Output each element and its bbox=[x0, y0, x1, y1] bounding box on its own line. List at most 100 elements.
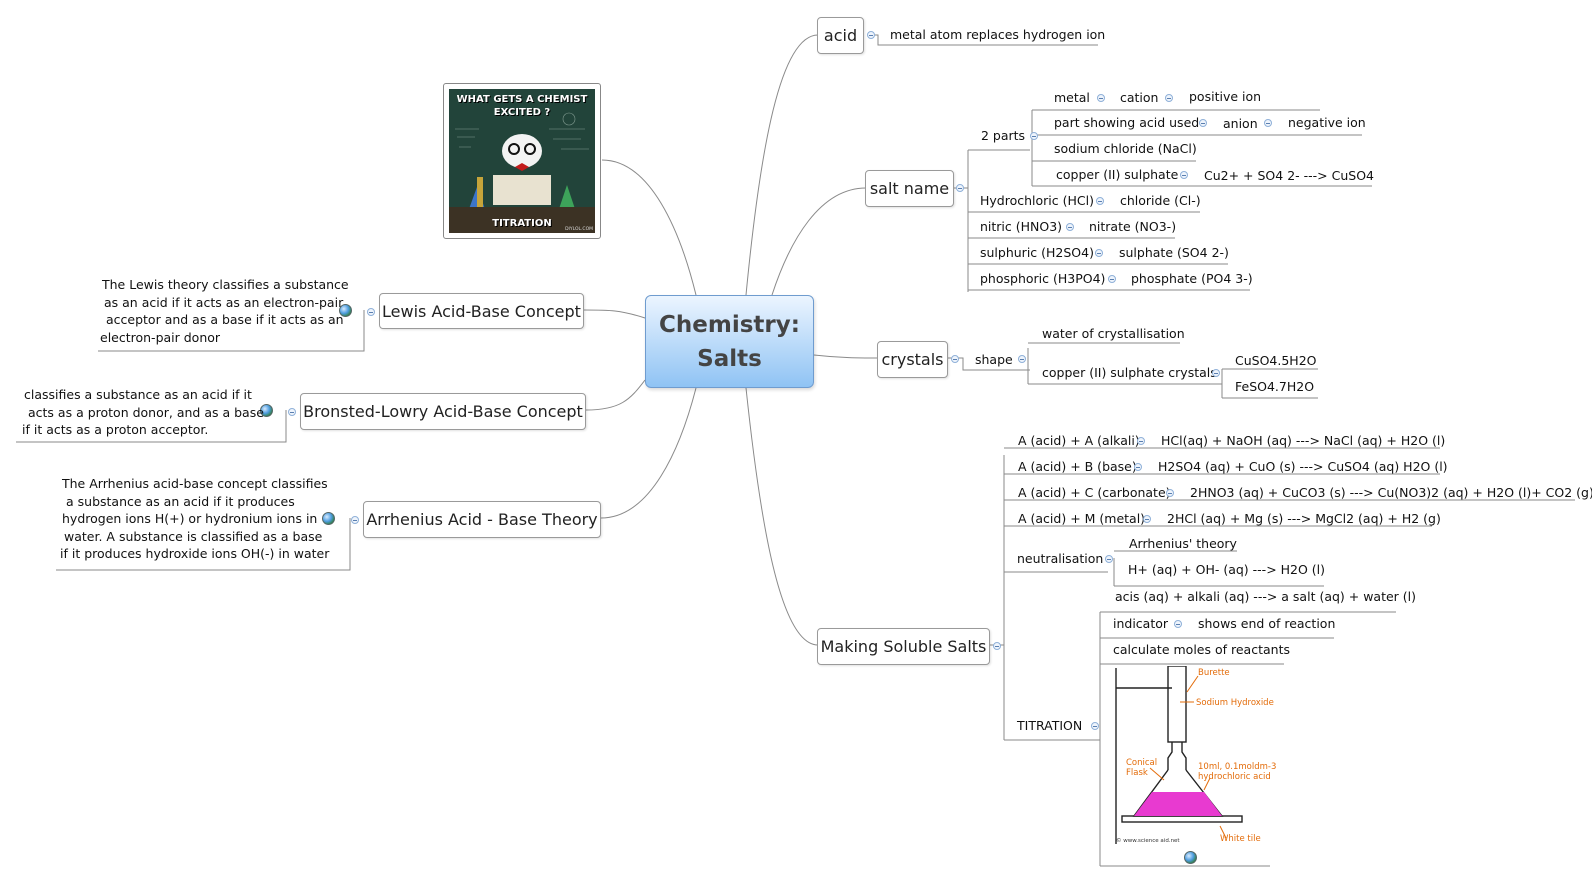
meme-footer: DIYLOL.COM bbox=[565, 227, 593, 232]
salt-two-parts[interactable]: 2 parts bbox=[981, 128, 1026, 143]
arrhenius-note-line: a substance as an acid if it produces bbox=[66, 493, 295, 509]
collapse-toggle-arrhenius[interactable] bbox=[351, 516, 359, 524]
collapse-toggle-ab[interactable] bbox=[1134, 463, 1142, 471]
crystals-copper[interactable]: copper (II) sulphate crystals bbox=[1042, 365, 1217, 380]
soluble-arrhenius-theory[interactable]: Arrhenius' theory bbox=[1129, 536, 1237, 551]
soluble-acid-alkali[interactable]: A (acid) + A (alkali) bbox=[1018, 433, 1140, 448]
titration-indicator-note[interactable]: shows end of reaction bbox=[1198, 616, 1336, 631]
collapse-toggle-ac[interactable] bbox=[1166, 489, 1174, 497]
bronsted-note-line: if it acts as a proton acceptor. bbox=[22, 422, 209, 437]
topic-bronsted-lowry[interactable]: Bronsted-Lowry Acid-Base Concept bbox=[300, 393, 586, 430]
collapse-toggle-neutralisation[interactable] bbox=[1105, 555, 1113, 563]
salt-copper-sulphate[interactable]: copper (II) sulphate bbox=[1056, 167, 1179, 182]
titration-indicator[interactable]: indicator bbox=[1113, 616, 1169, 631]
chemist-cat-meme-image[interactable]: WHAT GETS A CHEMIST EXCITED ? TITRATION … bbox=[443, 83, 601, 239]
crystals-feso4[interactable]: FeSO4.7H2O bbox=[1235, 379, 1315, 394]
salt-positive-ion[interactable]: positive ion bbox=[1189, 89, 1262, 104]
salt-nitrate[interactable]: nitrate (NO3-) bbox=[1089, 219, 1177, 234]
collapse-toggle-copper-crystals[interactable] bbox=[1212, 369, 1220, 377]
arrhenius-note-line: The Arrhenius acid-base concept classifi… bbox=[62, 476, 328, 491]
bronsted-note: classifies a substance as an acid if it … bbox=[22, 386, 264, 439]
collapse-toggle-am[interactable] bbox=[1143, 515, 1151, 523]
acid-definition[interactable]: metal atom replaces hydrogen ion bbox=[890, 27, 1106, 42]
collapse-toggle-hcl[interactable] bbox=[1096, 197, 1104, 205]
soluble-titration[interactable]: TITRATION bbox=[1017, 718, 1083, 733]
meme-top-line2: EXCITED ? bbox=[493, 107, 551, 118]
collapse-toggle-metal[interactable] bbox=[1097, 94, 1105, 102]
salt-cation[interactable]: cation bbox=[1120, 90, 1159, 105]
salt-negative-ion[interactable]: negative ion bbox=[1288, 115, 1366, 130]
topic-salt-name[interactable]: salt name bbox=[865, 170, 954, 207]
salt-chloride[interactable]: chloride (Cl-) bbox=[1120, 193, 1201, 208]
salt-anion[interactable]: anion bbox=[1223, 116, 1258, 131]
soluble-acid-carbonate-eq[interactable]: 2HNO3 (aq) + CuCO3 (s) ---> Cu(NO3)2 (aq… bbox=[1190, 485, 1592, 500]
collapse-toggle-acid[interactable] bbox=[867, 31, 875, 39]
collapse-toggle-soluble[interactable] bbox=[993, 642, 1001, 650]
salt-sodium-chloride[interactable]: sodium chloride (NaCl) bbox=[1054, 141, 1197, 156]
collapse-toggle-titration[interactable] bbox=[1091, 722, 1099, 730]
topic-acid[interactable]: acid bbox=[817, 17, 864, 54]
arrhenius-note: The Arrhenius acid-base concept classifi… bbox=[60, 475, 329, 563]
collapse-toggle-salt-name[interactable] bbox=[956, 184, 964, 192]
salt-sulphate[interactable]: sulphate (SO4 2-) bbox=[1119, 245, 1229, 260]
globe-link-icon[interactable] bbox=[339, 304, 352, 317]
collapse-toggle-cation[interactable] bbox=[1165, 94, 1173, 102]
soluble-acid-metal[interactable]: A (acid) + M (metal) bbox=[1018, 511, 1146, 526]
topic-soluble-label: Making Soluble Salts bbox=[820, 637, 987, 656]
central-topic[interactable]: Chemistry: Salts bbox=[645, 295, 814, 388]
globe-link-icon[interactable] bbox=[1184, 851, 1197, 864]
label-flask: Flask bbox=[1126, 768, 1148, 778]
salt-sulphuric[interactable]: sulphuric (H2SO4) bbox=[980, 245, 1094, 260]
collapse-toggle-shape[interactable] bbox=[1018, 355, 1026, 363]
topic-bronsted-label: Bronsted-Lowry Acid-Base Concept bbox=[303, 402, 583, 421]
salt-phosphoric[interactable]: phosphoric (H3PO4) bbox=[980, 271, 1106, 286]
titration-moles[interactable]: calculate moles of reactants bbox=[1113, 642, 1290, 657]
soluble-neutralisation[interactable]: neutralisation bbox=[1017, 551, 1104, 566]
collapse-toggle-bronsted[interactable] bbox=[288, 408, 296, 416]
meme-bottom-caption: TITRATION bbox=[492, 218, 552, 229]
salt-metal[interactable]: metal bbox=[1054, 90, 1090, 105]
topic-making-soluble-salts[interactable]: Making Soluble Salts bbox=[817, 628, 990, 665]
collapse-toggle-crystals[interactable] bbox=[951, 355, 959, 363]
salt-phosphate[interactable]: phosphate (PO4 3-) bbox=[1131, 271, 1253, 286]
soluble-acid-alkali-eq[interactable]: HCl(aq) + NaOH (aq) ---> NaCl (aq) + H2O… bbox=[1161, 433, 1446, 448]
collapse-toggle-lewis[interactable] bbox=[367, 308, 375, 316]
topic-arrhenius[interactable]: Arrhenius Acid - Base Theory bbox=[363, 501, 601, 538]
salt-hydrochloric[interactable]: Hydrochloric (HCl) bbox=[980, 193, 1094, 208]
label-acid-volume: 10ml, 0.1moldm-3 bbox=[1198, 762, 1277, 772]
soluble-acid-base[interactable]: A (acid) + B (base) bbox=[1018, 459, 1137, 474]
soluble-acid-metal-eq[interactable]: 2HCl (aq) + Mg (s) ---> MgCl2 (aq) + H2 … bbox=[1167, 511, 1441, 526]
titration-equation[interactable]: acis (aq) + alkali (aq) ---> a salt (aq)… bbox=[1115, 589, 1417, 604]
collapse-toggle-phosphoric[interactable] bbox=[1108, 275, 1116, 283]
collapse-toggle-aa[interactable] bbox=[1137, 437, 1145, 445]
lewis-note-line: The Lewis theory classifies a substance bbox=[102, 277, 349, 292]
crystals-water[interactable]: water of crystallisation bbox=[1042, 326, 1185, 341]
collapse-toggle-acid-part[interactable] bbox=[1199, 119, 1207, 127]
salt-copper-equation[interactable]: Cu2+ + SO4 2- ---> CuSO4 bbox=[1204, 168, 1374, 183]
collapse-toggle-anion[interactable] bbox=[1264, 119, 1272, 127]
collapse-toggle-nitric[interactable] bbox=[1066, 223, 1074, 231]
topic-crystals[interactable]: crystals bbox=[877, 341, 948, 378]
soluble-neutralisation-eq[interactable]: H+ (aq) + OH- (aq) ---> H2O (l) bbox=[1128, 562, 1326, 577]
globe-link-icon[interactable] bbox=[260, 404, 273, 417]
globe-link-icon[interactable] bbox=[322, 512, 335, 525]
bronsted-note-line: classifies a substance as an acid if it bbox=[24, 387, 252, 402]
collapse-toggle-sulphuric[interactable] bbox=[1095, 249, 1103, 257]
soluble-acid-base-eq[interactable]: H2SO4 (aq) + CuO (s) ---> CuSO4 (aq) H2O… bbox=[1158, 459, 1448, 474]
soluble-acid-carbonate[interactable]: A (acid) + C (carbonate) bbox=[1018, 485, 1171, 500]
lewis-note-line: as an acid if it acts as an electron-pai… bbox=[104, 294, 344, 310]
central-topic-line2: Salts bbox=[697, 345, 762, 372]
lewis-note-line: electron-pair donor bbox=[100, 329, 221, 345]
collapse-toggle-two-parts[interactable] bbox=[1030, 132, 1038, 140]
label-white-tile: White tile bbox=[1220, 834, 1261, 844]
collapse-toggle-copper[interactable] bbox=[1180, 171, 1188, 179]
salt-nitric[interactable]: nitric (HNO3) bbox=[980, 219, 1063, 234]
titration-apparatus-image[interactable]: Burette Sodium Hydroxide Conical Flask 1… bbox=[1112, 666, 1276, 846]
collapse-toggle-indicator[interactable] bbox=[1174, 620, 1182, 628]
salt-acid-part[interactable]: part showing acid used bbox=[1054, 115, 1200, 130]
crystals-cuso4[interactable]: CuSO4.5H2O bbox=[1235, 353, 1317, 368]
crystals-shape[interactable]: shape bbox=[975, 352, 1013, 367]
topic-acid-label: acid bbox=[823, 26, 858, 45]
topic-lewis[interactable]: Lewis Acid-Base Concept bbox=[379, 293, 584, 329]
